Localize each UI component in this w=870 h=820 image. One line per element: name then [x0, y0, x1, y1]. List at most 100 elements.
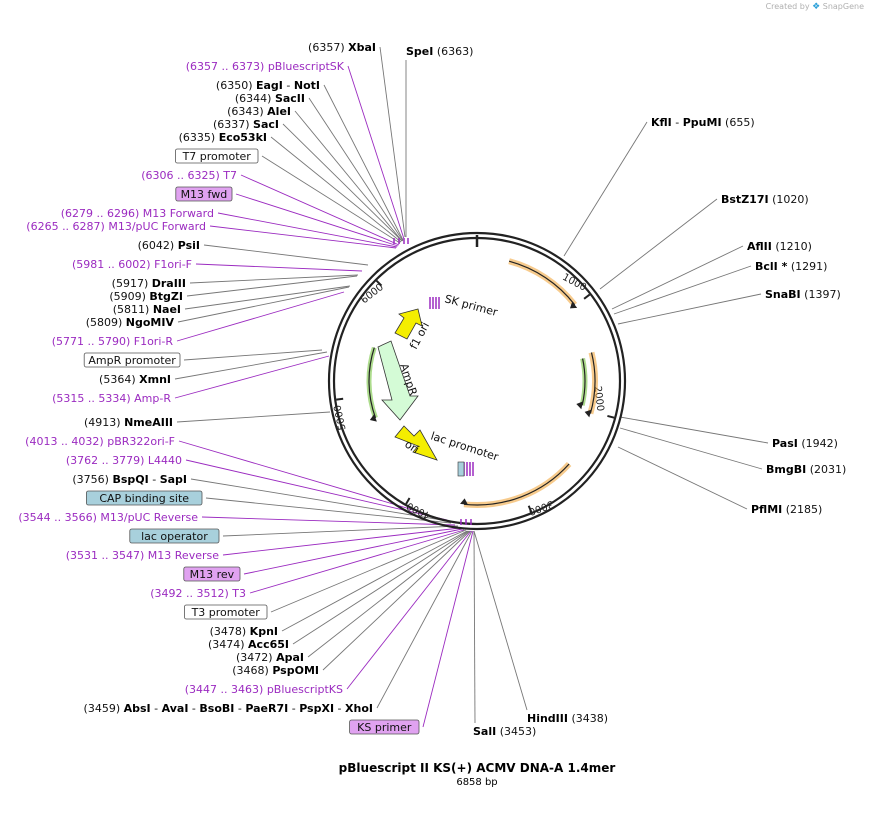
label-text: PflMI (2185): [751, 503, 822, 516]
label-text: lac operator: [141, 530, 208, 543]
name-separator: -: [283, 79, 294, 92]
plasmid-length: 6858 bp: [456, 777, 497, 788]
orange-feature-arc-3: [463, 463, 570, 506]
leader-line: [563, 121, 648, 257]
label-ampr-promoter: AmpR promoter: [83, 352, 181, 368]
label-text: (5364) XmnI: [99, 373, 171, 386]
label-hindiii: HindIII (3438): [527, 712, 608, 725]
enzyme-name: KpnI: [250, 625, 278, 638]
leader-line: [270, 529, 467, 613]
enzyme-name: BspQI: [112, 473, 148, 486]
enzyme-name: HindIII: [527, 712, 568, 725]
enzyme-name: BclI *: [755, 260, 788, 273]
enzyme-name: KflI: [651, 116, 672, 129]
leader-line: [619, 416, 769, 444]
label-box: [83, 352, 181, 368]
site-coord: (5809): [86, 316, 126, 329]
label-text: M13 fwd: [181, 188, 228, 201]
feature-name: L4440: [148, 454, 182, 467]
site-coord: (1020): [769, 193, 809, 206]
tick-mark-3000: [527, 505, 533, 513]
leader-line: [186, 275, 358, 297]
site-coord: (3453): [496, 725, 536, 738]
label-text: SalI (3453): [473, 725, 536, 738]
green-feature-arc-2: [368, 347, 377, 419]
label-box: [349, 719, 420, 735]
leader-line: [261, 155, 401, 244]
label-text: (6306 .. 6325) T7: [141, 169, 237, 182]
site-coord: (6350): [216, 79, 256, 92]
site-labels: (6357) XbaI(6357 .. 6373) pBluescriptSK(…: [18, 41, 846, 738]
site-coord: (2031): [806, 463, 846, 476]
leader-line: [195, 263, 363, 272]
label-pflmi: PflMI (2185): [751, 503, 822, 516]
site-coord: (6344): [235, 92, 275, 105]
label-text: (5917) DraIII: [112, 277, 186, 290]
label-amp-r: (5315 .. 5334) Amp-R: [52, 392, 171, 405]
feature-name: T3: [231, 587, 246, 600]
site-coord: (4913): [84, 416, 124, 429]
label-m13-fwd: M13 fwd: [175, 186, 233, 202]
feature-name: pBluescriptKS: [267, 683, 343, 696]
label-text: M13 rev: [190, 568, 235, 581]
label-l4440: (3762 .. 3779) L4440: [66, 454, 182, 467]
enzyme-name: AvaI: [162, 702, 189, 715]
feature-range: (4013 .. 4032): [25, 435, 107, 448]
snapgene-credit: Created by ❖ SnapGene: [766, 2, 864, 12]
label-t7-promoter: T7 promoter: [174, 148, 259, 164]
enzyme-name: PaeR7I: [245, 702, 288, 715]
feature-name: F1ori-F: [154, 258, 192, 271]
label-box: [175, 186, 233, 202]
leader-line: [322, 530, 471, 671]
site-coord: (3459): [84, 702, 124, 715]
label-text: (3492 .. 3512) T3: [150, 587, 246, 600]
enzyme-name: SapI: [160, 473, 187, 486]
site-coord: (5811): [113, 303, 153, 316]
backbone-outer-strand: [327, 231, 627, 531]
orange-feature-arc-1: [508, 260, 576, 306]
enzyme-name: EagI: [256, 79, 283, 92]
label-t3-promoter: T3 promoter: [183, 604, 268, 620]
leader-line: [282, 123, 403, 242]
feature-range: (3531 .. 3547): [66, 549, 148, 562]
leader-line: [243, 528, 463, 575]
site-coord: (6343): [227, 105, 267, 118]
leader-lines: [174, 46, 769, 728]
leader-line: [292, 530, 469, 645]
snapgene-logo-icon: ❖: [812, 2, 821, 12]
inner-label-sk-primer: SK primer: [443, 292, 499, 319]
leader-line: [190, 478, 449, 522]
name-separator: -: [672, 116, 683, 129]
label-text: BmgBI (2031): [766, 463, 846, 476]
leader-line: [376, 530, 473, 709]
leader-line: [473, 530, 528, 711]
label-m13-puc-reverse: (3544 .. 3566) M13/pUC Reverse: [18, 511, 198, 524]
site-coord: (2185): [782, 503, 822, 516]
leader-line: [174, 351, 328, 380]
leader-line: [178, 440, 428, 515]
leader-line: [222, 525, 459, 537]
enzyme-name: SacI: [253, 118, 279, 131]
leader-line: [308, 97, 404, 242]
leader-line: [617, 293, 762, 325]
feature-name: M13 Reverse: [148, 549, 219, 562]
label-text: T3 promoter: [191, 606, 261, 619]
orange-feature-arc-2: [589, 352, 596, 414]
label-box: [129, 528, 220, 544]
name-separator: -: [149, 473, 160, 486]
label-absi-avai-bsobi-paer7i-pspxi-xhoi: (3459) AbsI - AvaI - BsoBI - PaeR7I - Ps…: [84, 702, 373, 715]
name-separator: -: [288, 702, 299, 715]
leader-line: [294, 110, 403, 242]
feature-range: (6357 .. 6373): [186, 60, 268, 73]
label-text: T7 promoter: [182, 150, 252, 163]
tick-mark-1000: [583, 293, 591, 300]
leader-line: [249, 529, 465, 594]
label-text: (3531 .. 3547) M13 Reverse: [66, 549, 219, 562]
label-pspomi: (3468) PspOMI: [232, 664, 319, 677]
label-xmni: (5364) XmnI: [99, 373, 171, 386]
tick-mark-5000: [336, 397, 344, 401]
enzyme-name: PsiI: [178, 239, 200, 252]
feature-range: (5315 .. 5334): [52, 392, 134, 405]
feature-name: pBR322ori-F: [107, 435, 175, 448]
